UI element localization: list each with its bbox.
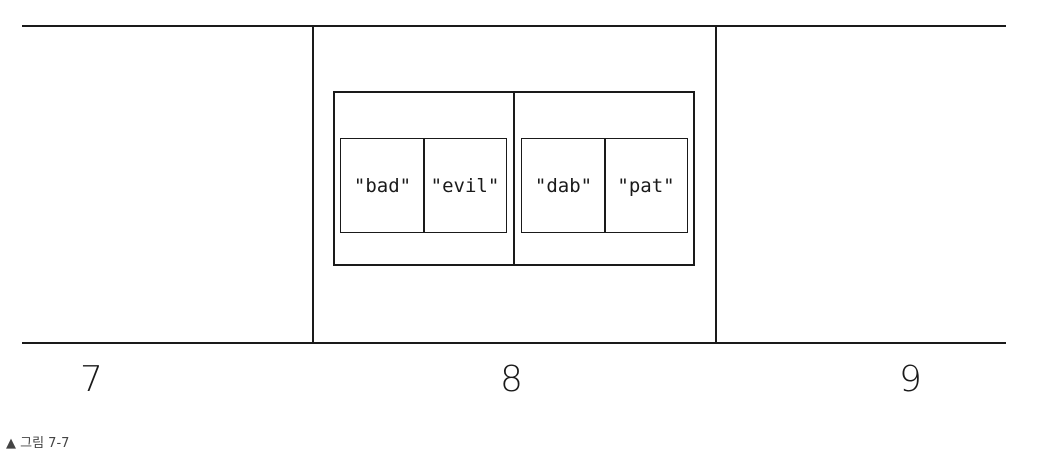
pair-1-value-text: "pat" xyxy=(617,174,675,197)
bucket-array-divider xyxy=(513,91,515,266)
pair-1-value: "pat" xyxy=(604,138,688,233)
slot-index-label-7: 7 xyxy=(80,359,103,400)
pair-0-key: "bad" xyxy=(340,138,425,233)
pair-1-key: "dab" xyxy=(521,138,606,233)
slot-divider-7-8 xyxy=(312,25,314,344)
pair-1-key-text: "dab" xyxy=(534,174,593,197)
pair-0-key-text: "bad" xyxy=(353,174,412,197)
pair-0-value: "evil" xyxy=(423,138,507,233)
array-bottom-border xyxy=(22,342,1006,344)
pair-0-value-text: "evil" xyxy=(430,174,500,197)
slot-index-label-9: 9 xyxy=(899,359,922,400)
figure-caption: ▲ 그림 7-7 xyxy=(6,436,70,451)
array-top-border xyxy=(22,25,1006,27)
slot-index-label-8: 8 xyxy=(500,359,523,400)
slot-divider-8-9 xyxy=(715,25,717,344)
